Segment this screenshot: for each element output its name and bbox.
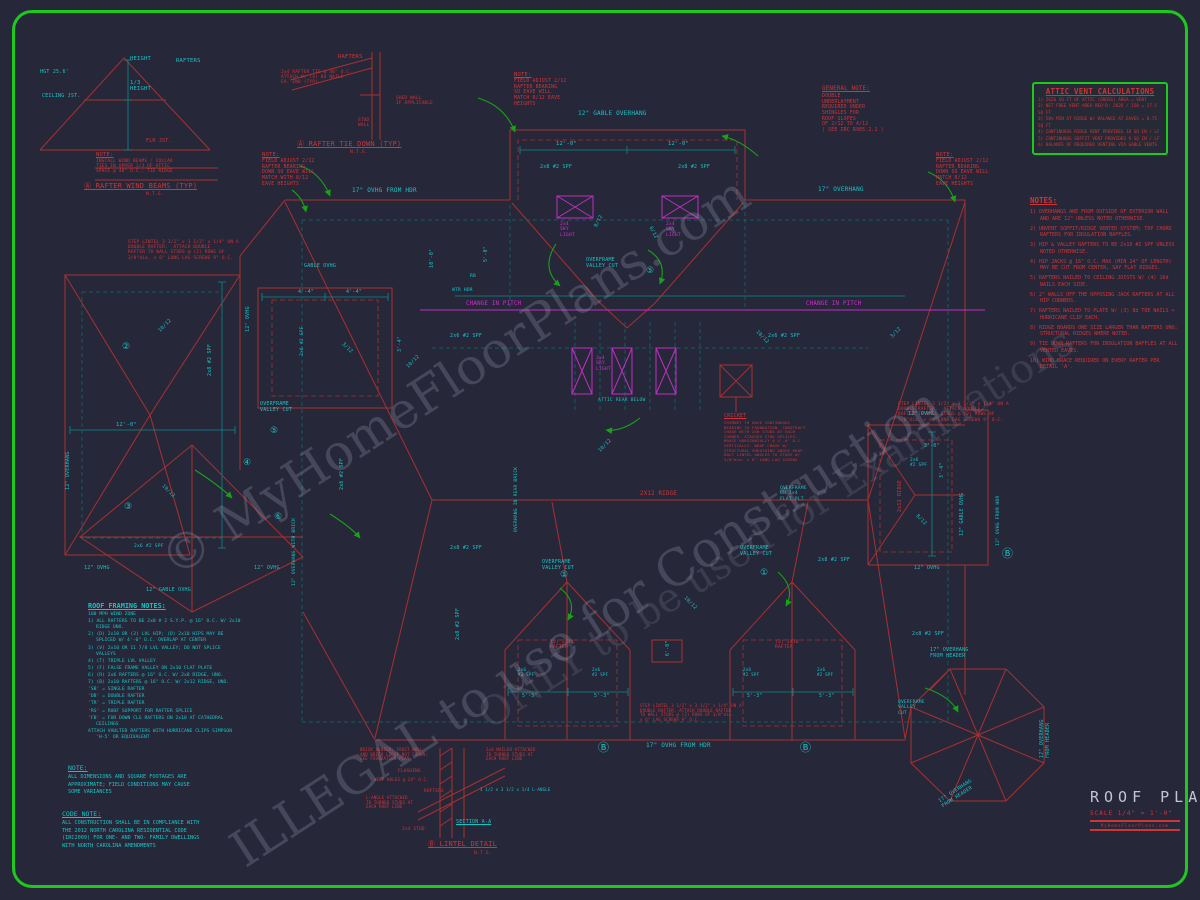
note-item: 8) RIDGE BOARDS ONE SIZE LARGER THAN RAF… <box>1030 324 1178 338</box>
hidden-wall-lines <box>81 205 949 723</box>
note-body: ALL DIMENSIONS AND SQUARE FOOTAGES ARE A… <box>68 774 190 796</box>
notes-title: NOTES: <box>1030 196 1058 205</box>
notes-items: 1) OVERHANGS ARE FROM OUTSIDE OF EXTERIO… <box>1030 209 1180 371</box>
attic-line: 1) 2626 SQ FT OF ATTIC (GROSS) AREA = VE… <box>1038 98 1147 103</box>
notes-panel: NOTES: 1) OVERHANGS ARE FROM OUTSIDE OF … <box>1030 196 1180 374</box>
note-item: 6) 2" WALLS OFF THE OPPOSING JACK RAFTER… <box>1030 291 1175 305</box>
note-item: 10) WIND BRACE REQUIRED ON EVERY RAFTER … <box>1030 357 1160 371</box>
code-note-body: ALL CONSTRUCTION SHALL BE IN COMPLIANCE … <box>62 820 200 849</box>
fram-line: 'RS' = ROOF SUPPORT FOR RAFTER SPLICE <box>88 708 193 714</box>
fram-line: 7) (B) 2x10 RAFTERS @ 16" O.C. W/ 2x12 R… <box>88 680 230 686</box>
leader-arrows <box>194 97 959 713</box>
attic-vent-lines: 1) 2626 SQ FT OF ATTIC (GROSS) AREA = VE… <box>1038 98 1162 150</box>
dimension-lines <box>69 59 936 696</box>
attic-line: 6) BALANCE OF REQUIRED VENTING VIA GABLE… <box>1038 143 1157 149</box>
roof-dashed-lines <box>271 139 953 727</box>
note-item: 7) RAFTERS NAILED TO PLATE W/ (3) 8d TOE… <box>1030 308 1175 321</box>
fram-line: 'FB' = FUR DOWN CLG RAFTERS ON 2x10 AT C… <box>88 715 224 727</box>
fram-line: 2) (D) 2x10 OR (3) LVL HIP; (D) 2x10 HIP… <box>88 632 224 644</box>
fram-line: ATTACH VAULTED RAFTERS WITH HURRICANE CL… <box>88 728 232 740</box>
attic-line: 4) CONTINUOUS RIDGE VENT PROVIDES 18 SQ … <box>1038 130 1160 136</box>
attic-line: 3) 50% MIN AT RIDGE W/ BALANCE AT EAVES … <box>1038 117 1157 129</box>
fram-line: 1) ALL RAFTERS TO BE 2x8 # 2 S.Y.P. @ 16… <box>88 619 241 631</box>
code-note: CODE NOTE: ALL CONSTRUCTION SHALL BE IN … <box>62 810 199 850</box>
fram-line: 5) (F) FALSE FRAME VALLEY ON 2x10 FLAT P… <box>88 665 213 671</box>
pitch-change-and-skylight-lines <box>420 195 985 395</box>
fram-line: 'DB' = DOUBLE RAFTER <box>88 694 145 700</box>
roof-framing-notes-title: ROOF FRAMING NOTES: <box>88 602 166 610</box>
roof-framing-notes-lines: 100 MPH WIND ZONE 1) ALL RAFTERS TO BE 2x… <box>88 612 242 741</box>
roof-outline-lines <box>39 52 1045 838</box>
note-item: 4) HIP JACKS @ 16" O.C. MAX (MIN 24" OF … <box>1030 258 1172 272</box>
attic-vent-calculations-panel: ATTIC VENT CALCULATIONS 1) 2626 SQ FT OF… <box>1032 82 1168 155</box>
roof-framing-notes-panel: ROOF FRAMING NOTES: 100 MPH WIND ZONE 1) … <box>88 602 242 742</box>
note-item: 2) UNVENT SOFFIT/RIDGE VENTED SYSTEM; TO… <box>1030 225 1172 239</box>
scale-label: SCALE 1/4" = 1'-0" <box>1090 810 1174 817</box>
title-block: ROOF PLAN SCALE 1/4" = 1'-0" MyHomeFloor… <box>1090 788 1200 831</box>
fram-line: 'SB' = SINGLE RAFTER <box>88 687 145 693</box>
attic-vent-title: ATTIC VENT CALCULATIONS <box>1045 87 1155 96</box>
fram-line: 'TR' = TRIPLE RAFTER <box>88 701 145 707</box>
fram-line: 100 MPH WIND ZONE <box>88 612 136 617</box>
page-title: ROOF PLAN <box>1090 788 1200 806</box>
fram-line: 4) (T) TRIPLE LVL VALLEY <box>88 658 156 664</box>
fram-line: 3) (V) 2x10 OR 11 7/8 LVL VALLEY; DO NOT… <box>88 645 221 657</box>
note-title: NOTE: <box>68 764 88 772</box>
attic-line: 2) NET FREE VENT AREA REQ'D: 2626 / 150 … <box>1038 104 1157 116</box>
note-item: 9) TIE DOWN RAFTERS FOR INSULATION BAFFL… <box>1030 341 1178 354</box>
note-item: 3) HIP & VALLEY RAFTERS TO BE 2x10 #2 SP… <box>1030 242 1175 255</box>
fram-line: 6) (R) 2x6 RAFTERS @ 16" O.C. W/ 2x8 RID… <box>88 672 224 678</box>
general-dimensions-note: NOTE: ALL DIMENSIONS AND SQUARE FOOTAGES… <box>68 764 190 797</box>
note-item: 5) RAFTERS NAILED TO CEILING JOISTS W/ (… <box>1030 275 1169 288</box>
attic-line: 5) CONTINUOUS SOFFIT VENT PROVIDES 9 SQ … <box>1038 136 1160 142</box>
code-note-title: CODE NOTE: <box>62 810 102 818</box>
publisher-logo: MyHomeFloorPlans.com <box>1090 820 1180 831</box>
note-item: 1) OVERHANGS ARE FROM OUTSIDE OF EXTERIO… <box>1030 209 1169 222</box>
